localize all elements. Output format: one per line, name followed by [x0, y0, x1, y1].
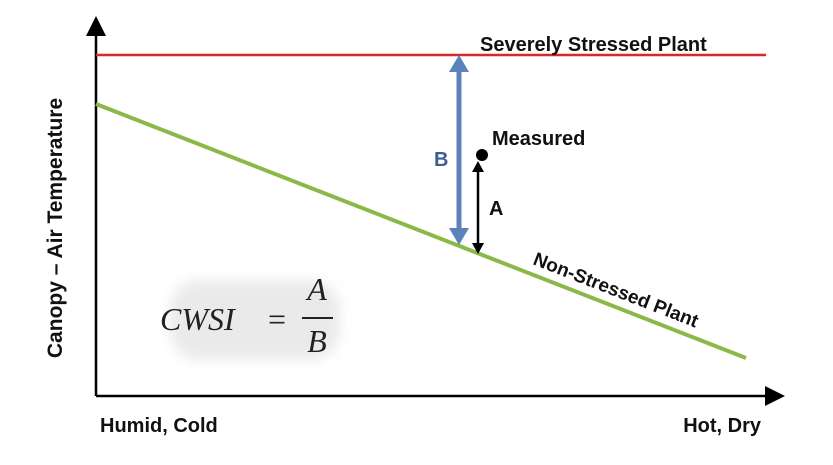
equation-lhs: CWSI — [160, 301, 236, 337]
cwsi-equation: CWSI = A B — [160, 271, 340, 360]
label-a: A — [489, 198, 503, 220]
arrow-b — [449, 55, 469, 245]
arrow-a — [472, 161, 484, 254]
equation-denominator: B — [307, 323, 327, 359]
x-axis-left-label: Humid, Cold — [100, 415, 218, 437]
x-axis-right-label: Hot, Dry — [683, 415, 762, 437]
non-stress-line — [95, 102, 747, 360]
equation-numerator: A — [305, 271, 327, 307]
y-axis-label: Canopy – Air Temperature — [44, 98, 67, 358]
severe-stress-label: Severely Stressed Plant — [480, 34, 707, 56]
measured-point — [476, 149, 488, 161]
label-b: B — [434, 149, 448, 171]
non-stress-label: Non-Stressed Plant — [530, 249, 702, 332]
equation-equals: = — [268, 301, 286, 337]
measured-label: Measured — [492, 128, 585, 150]
